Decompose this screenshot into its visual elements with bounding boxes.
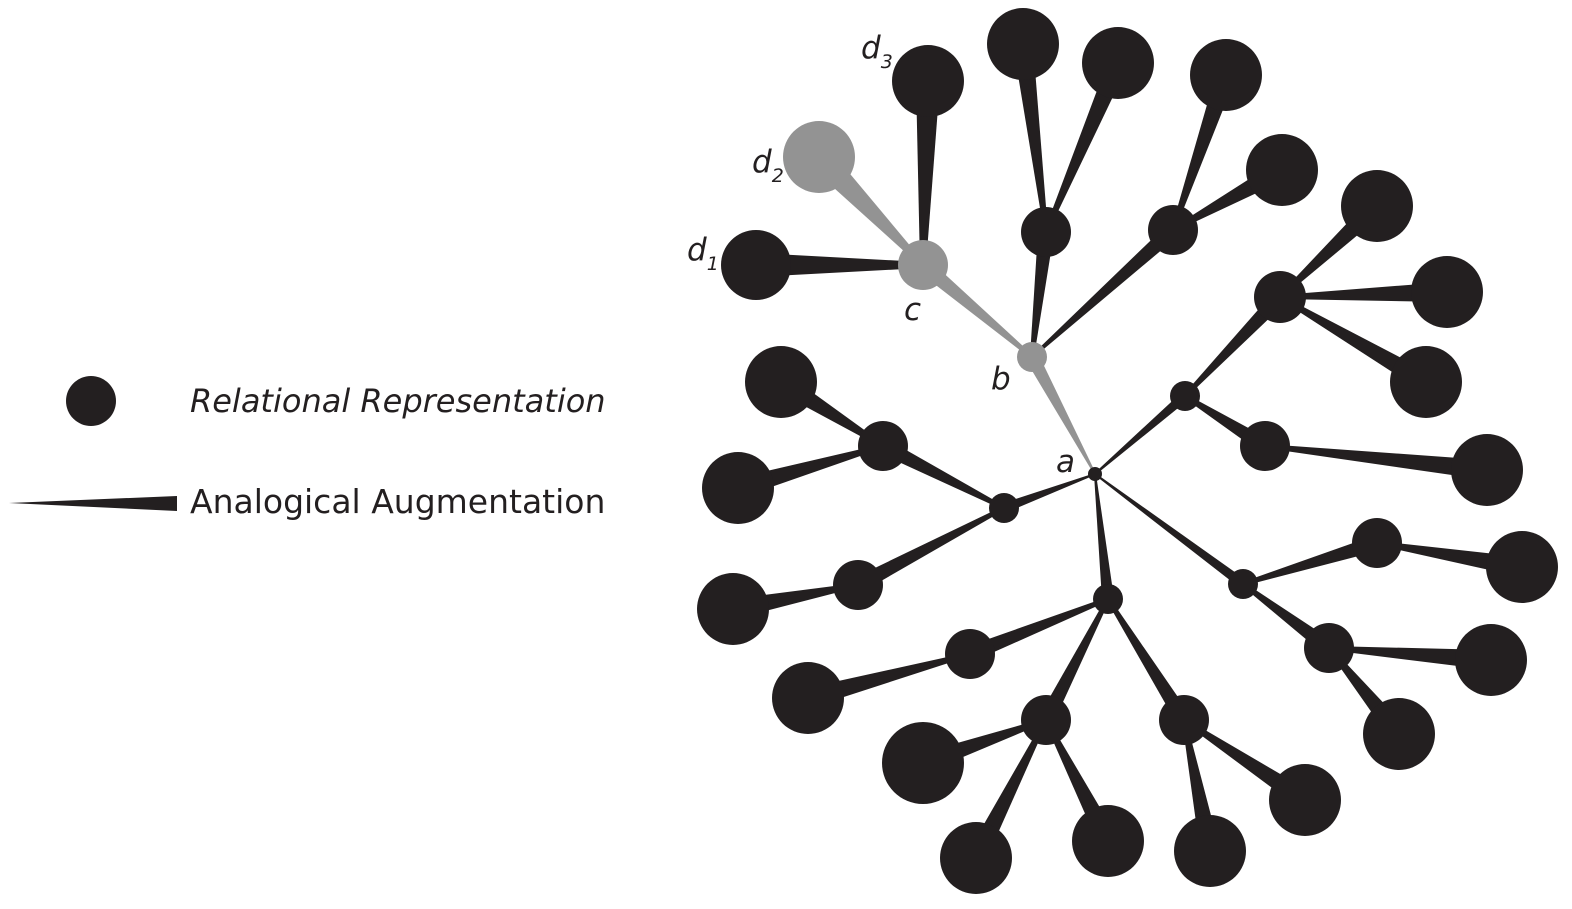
node-a	[1088, 467, 1102, 481]
node-n4c	[1390, 346, 1462, 418]
label-a: a	[1056, 444, 1075, 480]
label-d1-sub: 1	[707, 253, 719, 275]
edge-n6-n7	[1242, 535, 1380, 586]
node-n8a	[1455, 624, 1527, 696]
node-p2a	[882, 722, 964, 804]
edge-n1-n1a	[1013, 42, 1048, 233]
edge-n2-n2a	[1171, 71, 1236, 231]
legend-wedge-icon	[9, 496, 177, 511]
edge-p-p3	[1106, 597, 1191, 725]
node-p2	[1021, 695, 1071, 745]
node-q1	[858, 421, 908, 471]
node-n5	[1240, 421, 1290, 471]
edge-n4-n4b	[1279, 282, 1448, 302]
node-p3b	[1174, 815, 1246, 887]
node-p3	[1159, 695, 1209, 745]
label-d1-main: d	[687, 232, 707, 268]
node-n1	[1021, 207, 1071, 257]
edge-a-p	[1094, 473, 1114, 600]
node-q2	[833, 560, 883, 610]
node-d3	[892, 45, 964, 117]
edge-n8-n8a	[1328, 646, 1492, 670]
legend-relational-label: Relational Representation	[190, 382, 606, 420]
node-n7	[1352, 518, 1402, 568]
edge-p1-p1a	[805, 652, 971, 708]
node-n4b	[1411, 256, 1483, 328]
node-q1b	[702, 452, 774, 524]
edge-q-q2	[854, 506, 1005, 593]
edge-b-n1	[1030, 231, 1054, 358]
node-p3a	[1269, 764, 1341, 836]
edge-a-b	[1025, 353, 1096, 475]
node-d1	[721, 230, 791, 300]
label-b: b	[991, 361, 1011, 397]
edge-n5-n5a	[1264, 444, 1489, 480]
edge-a-n3	[1094, 392, 1189, 475]
edge-p-p1	[967, 597, 1109, 662]
node-n8	[1304, 623, 1354, 673]
node-p1	[945, 629, 995, 679]
edge-n3-n4	[1183, 291, 1286, 398]
edge-a-q	[1002, 473, 1096, 513]
edge-b-n2	[1031, 224, 1179, 359]
legend-node-icon	[66, 376, 116, 426]
node-n5a	[1451, 434, 1523, 506]
edge-p-p2	[1038, 598, 1110, 724]
node-b	[1017, 342, 1047, 372]
node-n7a	[1486, 531, 1558, 603]
node-d2	[783, 121, 855, 193]
edge-q-q1	[879, 438, 1005, 510]
nodes-layer	[697, 8, 1558, 894]
label-c: c	[904, 292, 921, 328]
node-c	[898, 240, 948, 290]
node-n2a	[1190, 39, 1262, 111]
edge-b-c	[917, 258, 1034, 359]
node-p2c	[1072, 805, 1144, 877]
node-n4	[1254, 271, 1306, 323]
node-n1a	[987, 8, 1059, 80]
edge-n1-n1b	[1044, 59, 1128, 233]
node-n4a	[1341, 170, 1413, 242]
node-p2b	[940, 822, 1012, 894]
node-n6	[1228, 569, 1258, 599]
node-q1a	[745, 346, 817, 418]
node-n1b	[1082, 27, 1154, 99]
label-d1: d1	[687, 232, 719, 275]
node-n2	[1148, 205, 1198, 255]
node-n2b	[1246, 134, 1318, 206]
label-d3-main: d	[861, 30, 881, 66]
node-p	[1093, 584, 1123, 614]
node-q2a	[697, 573, 769, 645]
label-d2-sub: 2	[772, 165, 784, 187]
edge-c-d1	[756, 253, 923, 277]
edge-n4-n4c	[1279, 295, 1431, 391]
edge-c-d3	[916, 80, 940, 266]
label-d3: d3	[861, 30, 893, 73]
node-n8b	[1363, 698, 1435, 770]
edge-a-n6	[1094, 473, 1246, 588]
node-n3	[1170, 381, 1200, 411]
label-d2-main: d	[752, 144, 772, 180]
label-d2: d2	[752, 144, 784, 187]
label-d3-sub: 3	[881, 51, 893, 73]
node-p1a	[772, 662, 844, 734]
legend-analogical-label: Analogical Augmentation	[190, 482, 605, 521]
node-q	[989, 493, 1019, 523]
